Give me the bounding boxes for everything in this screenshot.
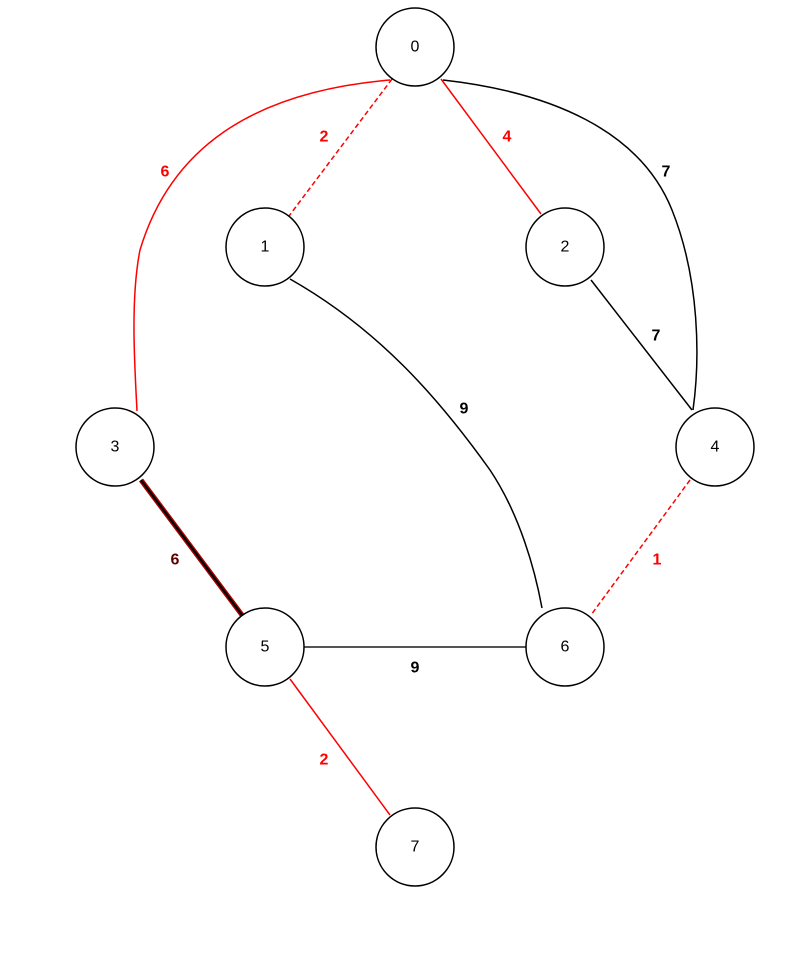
edge-weight-3-5: 6 (171, 552, 180, 569)
edge-0-3 (133, 79, 391, 412)
edge-1-6 (289, 278, 543, 609)
edge-0-2 (440, 78, 542, 215)
edges-layer (133, 78, 698, 816)
edge-weight-2-4: 7 (652, 328, 661, 345)
node-circle (225, 607, 305, 687)
edge-weight-0-3: 6 (161, 164, 170, 181)
edge-5-7 (289, 678, 391, 816)
node-label: 2 (561, 239, 570, 256)
node-circle (75, 407, 155, 487)
edge-weight-0-4: 7 (662, 164, 671, 181)
node-1: 1 (225, 207, 305, 287)
node-7: 7 (375, 807, 455, 887)
node-2: 2 (525, 207, 605, 287)
node-label: 0 (411, 39, 420, 56)
node-3: 3 (75, 407, 155, 487)
node-label: 4 (711, 439, 720, 456)
edge-0-4 (442, 79, 698, 411)
node-label: 7 (411, 839, 420, 856)
node-4: 4 (675, 407, 755, 487)
node-0: 0 (375, 7, 455, 87)
edge-4-6 (590, 479, 691, 616)
nodes-layer: 0 1 2 3 4 5 6 7 (75, 7, 755, 887)
edge-weights-layer: 2 4 6 7 9 7 6 1 9 2 (161, 129, 671, 769)
edge-weight-4-6: 1 (653, 552, 662, 569)
node-circle (225, 207, 305, 287)
node-circle (375, 807, 455, 887)
node-label: 5 (261, 639, 270, 656)
edge-0-1 (288, 78, 393, 217)
edge-3-5-core (140, 479, 243, 616)
edge-weight-5-7: 2 (320, 752, 329, 769)
node-circle (675, 407, 755, 487)
node-circle (525, 607, 605, 687)
edge-weight-0-2: 4 (503, 129, 512, 146)
node-6: 6 (525, 607, 605, 687)
node-circle (375, 7, 455, 87)
node-circle (525, 207, 605, 287)
edge-weight-0-1: 2 (320, 129, 329, 146)
node-label: 3 (111, 439, 120, 456)
edge-weight-1-6: 9 (460, 401, 469, 418)
node-label: 6 (561, 639, 570, 656)
node-5: 5 (225, 607, 305, 687)
edge-2-4 (590, 279, 693, 411)
edge-weight-5-6: 9 (411, 660, 420, 677)
node-label: 1 (261, 239, 270, 256)
